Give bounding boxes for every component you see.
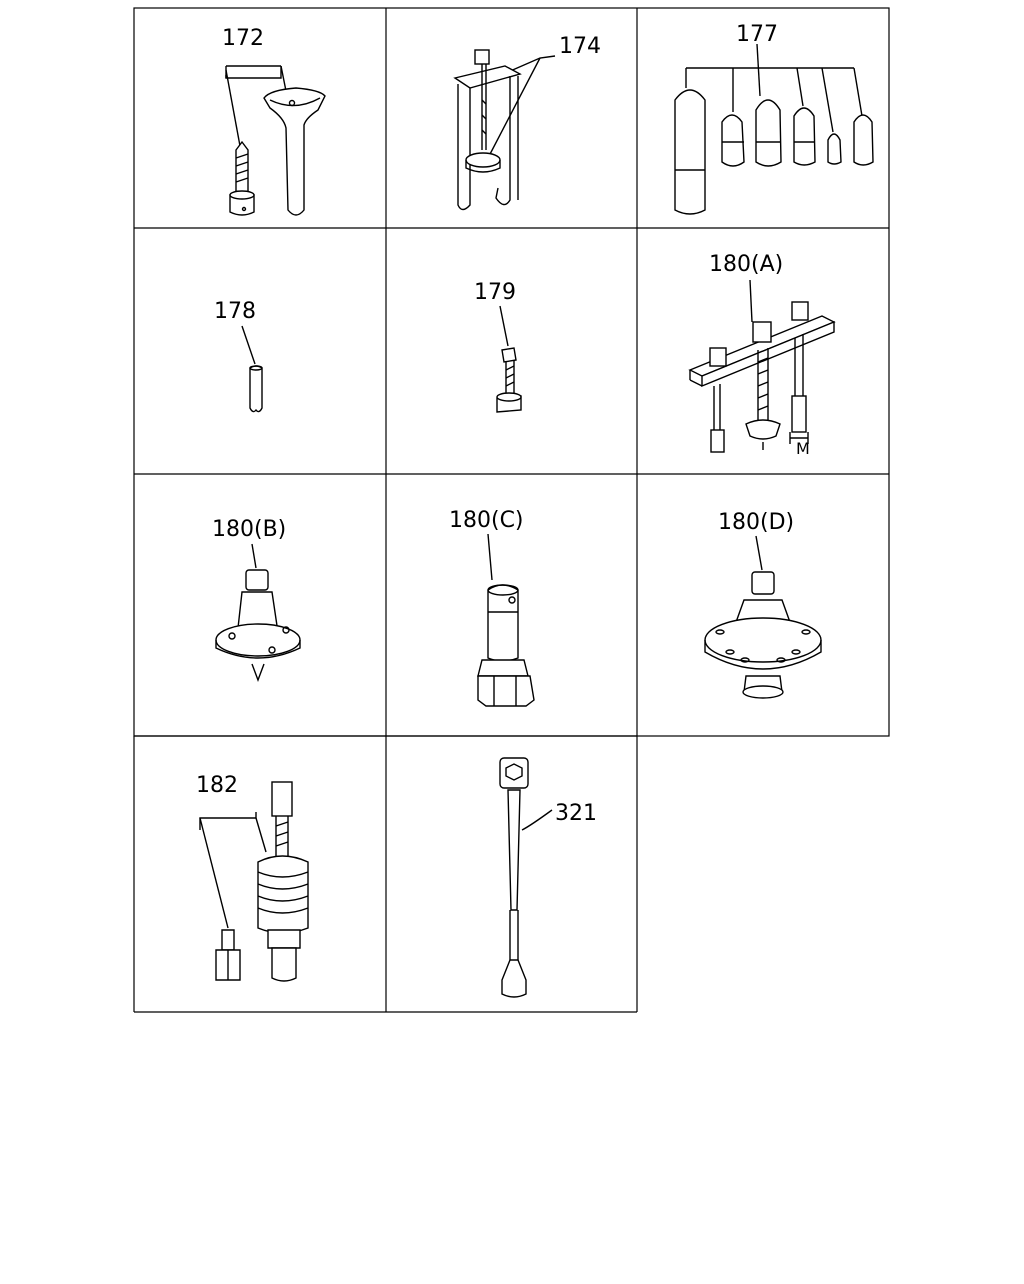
part-174-label: 174 — [559, 34, 601, 59]
part-172-label: 172 — [222, 26, 264, 51]
part-179-label: 179 — [474, 280, 516, 305]
part-178-label: 178 — [214, 299, 256, 324]
part-182-label: 182 — [196, 773, 238, 798]
part-180b-label: 180(B) — [212, 517, 286, 542]
part-177: 177 — [674, 22, 874, 215]
grid-lines — [133, 7, 890, 1013]
part-321-label: 321 — [555, 801, 597, 826]
part-180d: 180(D) — [704, 510, 822, 699]
part-182: 182 — [196, 773, 309, 982]
part-321: 321 — [499, 757, 597, 998]
part-177-label: 177 — [736, 22, 778, 47]
part-180d-label: 180(D) — [718, 510, 794, 535]
part-174: 174 — [453, 34, 601, 211]
part-172: 172 — [222, 26, 326, 216]
part-178: 178 — [214, 299, 263, 413]
part-179: 179 — [474, 280, 522, 413]
part-180b: 180(B) — [212, 517, 301, 682]
part-180a: 180(A) M — [688, 252, 836, 458]
part-180c-label: 180(C) — [449, 508, 524, 533]
part-180a-label: 180(A) — [709, 252, 783, 277]
part-180a-dimension-label: M — [796, 439, 810, 458]
part-180c: 180(C) — [449, 508, 535, 707]
